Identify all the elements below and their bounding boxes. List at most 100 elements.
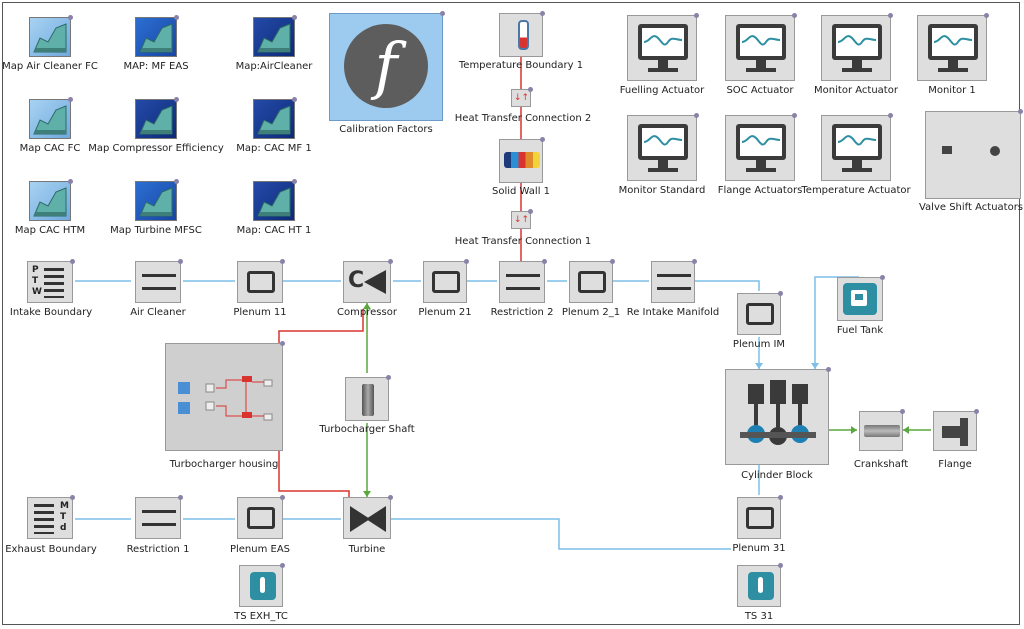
- air-cleaner-block[interactable]: [135, 259, 183, 303]
- map-block[interactable]: [253, 15, 297, 57]
- block-handle: [178, 259, 183, 264]
- plenum-eas-block[interactable]: [237, 495, 285, 539]
- boundary-bars-icon: [44, 268, 64, 298]
- map-surface-icon: [257, 187, 291, 217]
- map-label: Map CAC FC: [19, 143, 81, 154]
- block-handle: [68, 97, 73, 102]
- compressor-label: Compressor: [337, 307, 397, 318]
- plenum-im-block[interactable]: [737, 291, 783, 335]
- turbine-block[interactable]: [343, 495, 393, 539]
- monitor-block[interactable]: [627, 13, 699, 81]
- connection-wires: [75, 57, 931, 550]
- restriction-2-block[interactable]: [499, 259, 547, 303]
- flange-block[interactable]: [933, 409, 979, 451]
- map-block[interactable]: [29, 15, 73, 57]
- block-handle: [540, 11, 545, 16]
- heat-transfer-connection-1-block[interactable]: ↓↑: [511, 209, 533, 229]
- temperature-boundary-block[interactable]: [499, 11, 545, 57]
- monitor-block[interactable]: [725, 113, 797, 181]
- plenum-21-block[interactable]: [423, 259, 469, 303]
- monitor-icon: [736, 124, 786, 172]
- map-block[interactable]: [29, 97, 73, 139]
- monitor-label: Flange Actuators: [717, 185, 803, 196]
- fuel-pump-icon: [843, 283, 877, 315]
- map-block[interactable]: [253, 97, 297, 139]
- re-intake-manifold-block[interactable]: [651, 259, 697, 303]
- block-handle: [694, 113, 699, 118]
- block-handle: [974, 409, 979, 414]
- map-block[interactable]: [135, 97, 179, 139]
- housing-subsystem-preview: [178, 376, 273, 421]
- map-label: Map Air Cleaner FC: [2, 61, 98, 72]
- map-surface-icon: [139, 105, 173, 135]
- temperature-sensor-icon: [250, 572, 276, 600]
- plenum-icon: [432, 271, 460, 293]
- monitor-icon: [942, 146, 952, 154]
- turbocharger-shaft-block[interactable]: [345, 375, 391, 421]
- plenum-11-label: Plenum 11: [233, 307, 287, 318]
- block-handle: [70, 495, 75, 500]
- calibration-factors-label: Calibration Factors: [339, 124, 433, 135]
- plenum-11-block[interactable]: [237, 259, 285, 303]
- fuel-tank-label: Fuel Tank: [836, 325, 884, 336]
- gauge-icon: [990, 146, 1000, 156]
- map-block[interactable]: [135, 179, 179, 221]
- restriction-icon: [142, 274, 176, 290]
- flange-icon: [942, 426, 960, 438]
- calibration-factors-block[interactable]: f: [329, 11, 445, 121]
- monitor-block[interactable]: [627, 113, 699, 181]
- monitor-block[interactable]: [917, 13, 989, 81]
- monitor-icon: [928, 24, 978, 72]
- intake-boundary-label: Intake Boundary: [9, 307, 93, 318]
- turbocharger-housing-block[interactable]: [165, 341, 285, 451]
- map-surface-icon: [33, 23, 67, 53]
- map-block[interactable]: [253, 179, 297, 221]
- crankshaft-block[interactable]: [859, 409, 905, 451]
- block-handle: [542, 259, 547, 264]
- flange-label: Flange: [938, 459, 972, 470]
- heat-transfer-connection-2-block[interactable]: ↓↑: [511, 87, 533, 107]
- plenum-2-1-label: Plenum 2_1: [561, 307, 621, 318]
- plenum-eas-label: Plenum EAS: [229, 544, 291, 555]
- monitor-block[interactable]: [821, 113, 893, 181]
- turbocharger-housing-label: Turbocharger housing: [169, 459, 279, 470]
- monitor-block[interactable]: [821, 13, 893, 81]
- heat-transfer-icon: ↓↑: [514, 215, 530, 225]
- ts-exh-tc-block[interactable]: [239, 563, 285, 607]
- restriction-1-label: Restriction 1: [126, 544, 190, 555]
- restriction-1-block[interactable]: [135, 495, 183, 539]
- plenum-31-block[interactable]: [737, 495, 783, 539]
- map-block[interactable]: [29, 179, 73, 221]
- block-handle: [280, 341, 285, 346]
- block-handle: [778, 563, 783, 568]
- map-surface-icon: [257, 23, 291, 53]
- monitor-block[interactable]: [725, 13, 797, 81]
- plenum-2-1-block[interactable]: [569, 259, 615, 303]
- cylinder-block-block[interactable]: [725, 367, 831, 465]
- fuel-tank-block[interactable]: [837, 275, 885, 321]
- block-handle: [792, 113, 797, 118]
- solid-wall-block[interactable]: [499, 137, 545, 183]
- block-handle: [826, 367, 831, 372]
- block-handle: [880, 275, 885, 280]
- monitor-label: Monitor Actuator: [814, 85, 898, 96]
- ts-exh-tc-label: TS EXH_TC: [234, 611, 288, 622]
- plenum-im-label: Plenum IM: [732, 339, 786, 350]
- boundary-bars-icon: [34, 504, 54, 534]
- ts-31-label: TS 31: [744, 611, 774, 622]
- plenum-icon: [578, 271, 606, 293]
- heat-transfer-connection-2-label: Heat Transfer Connection 2: [454, 113, 592, 124]
- turbine-wedge-icon: [366, 506, 386, 532]
- map-label: Map: CAC MF 1: [236, 143, 312, 154]
- compressor-block[interactable]: C: [343, 259, 393, 303]
- monitor-icon: [832, 24, 882, 72]
- block-handle: [174, 15, 179, 20]
- valve-shift-actuators-block[interactable]: [925, 109, 1023, 199]
- map-block[interactable]: [135, 15, 179, 57]
- wire-housing-compressor: [278, 309, 364, 343]
- ts-31-block[interactable]: [737, 563, 783, 607]
